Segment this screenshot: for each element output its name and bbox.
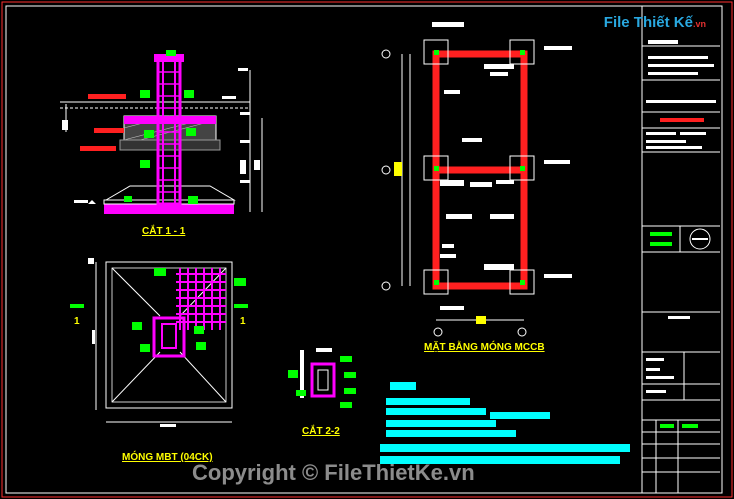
- plan-foundation-drawing: [381, 22, 572, 337]
- section-2-2-title: CẮT 2-2: [302, 426, 340, 437]
- inner-frame: [5, 5, 723, 494]
- section-1-1-title: CẮT 1 - 1: [142, 226, 186, 237]
- copyright-watermark: Copyright © FileThietKe.vn: [192, 460, 475, 485]
- axis-label-right: 1: [240, 316, 246, 327]
- notes-table: [380, 382, 630, 464]
- foundation-mbt-drawing: [70, 258, 248, 427]
- section-2-2-drawing: [288, 348, 356, 408]
- plan-foundation-title: MẶT BẰNG MÓNG MCCB: [424, 342, 545, 353]
- foundation-mbt-title: MÓNG MBT (04CK): [122, 452, 213, 463]
- section-1-1-drawing: [60, 50, 263, 214]
- site-logo: File Thiết Kế.vn: [604, 14, 706, 31]
- axis-label-left: 1: [74, 316, 80, 327]
- logo-text: File Thiết Kế: [603, 14, 693, 31]
- logo-suffix: .vn: [692, 19, 706, 29]
- title-block: [641, 6, 720, 493]
